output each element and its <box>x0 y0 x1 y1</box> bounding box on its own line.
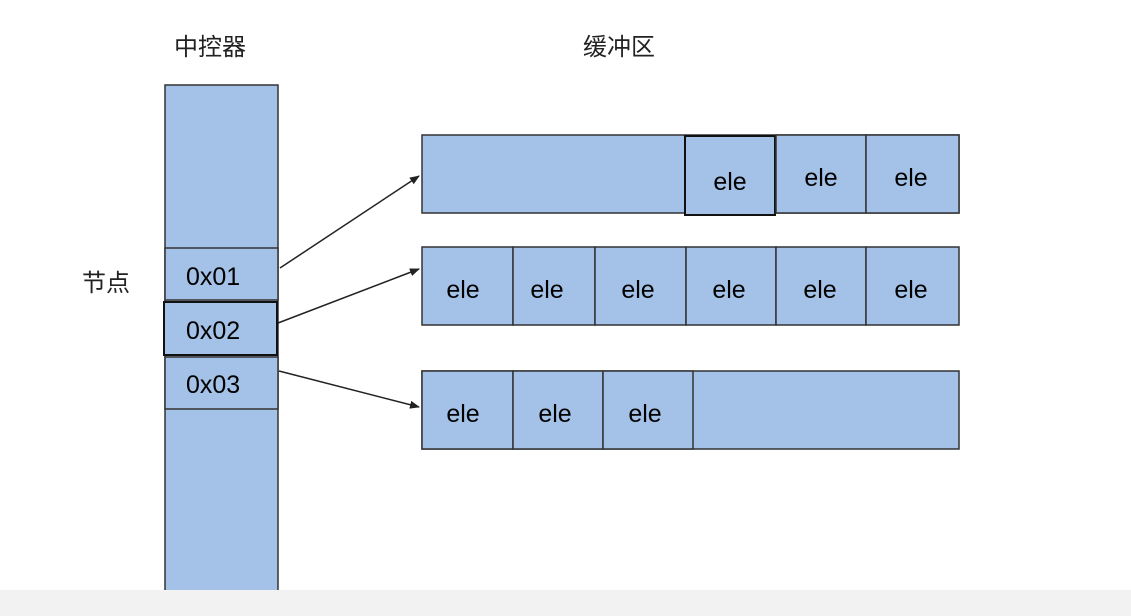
bottom-band <box>0 590 1131 616</box>
buffer-heading: 缓冲区 <box>583 33 655 61</box>
buffer-slot: ele <box>865 246 960 326</box>
node-label: 节点 <box>82 269 130 297</box>
buffer-slot-text: ele <box>446 400 479 428</box>
buffer-slot-text: ele <box>530 276 563 304</box>
buffer-slot: ele <box>602 370 694 450</box>
buffer-slot-box <box>775 134 867 214</box>
buffer-slot-box <box>421 246 514 326</box>
buffer-slot-text: ele <box>803 276 836 304</box>
buffer-slot-text: ele <box>538 400 571 428</box>
buffer-slot: ele <box>512 246 596 326</box>
buffer-slot: ele <box>421 370 514 450</box>
buffer-slot: ele <box>685 246 777 326</box>
node-cell-box <box>164 356 279 410</box>
buffer-slot-box <box>421 370 514 450</box>
buffer-slot: ele <box>684 135 776 216</box>
buffer-slot: ele <box>775 134 867 214</box>
node-cell: 0x03 <box>164 356 279 410</box>
buffer-slot-box <box>594 246 687 326</box>
buffer-slot-box <box>775 246 867 326</box>
buffer-slot-text: ele <box>804 164 837 192</box>
buffer-slot-box <box>602 370 694 450</box>
controller-heading: 中控器 <box>174 33 246 61</box>
buffer-slot-box <box>865 246 960 326</box>
node-cell: 0x02 <box>163 301 278 356</box>
node-cell-box <box>164 247 279 301</box>
pointer-arrow <box>277 268 420 324</box>
buffer-slot: ele <box>421 246 514 326</box>
buffer-slot-box <box>512 370 604 450</box>
node-cell-text: 0x02 <box>186 317 240 345</box>
buffer-slot: ele <box>865 134 960 214</box>
buffer-slot-text: ele <box>446 276 479 304</box>
buffer-slot: ele <box>594 246 687 326</box>
pointer-arrow <box>279 175 420 269</box>
buffer-slot-text: ele <box>713 168 746 196</box>
buffer-slot-box <box>684 135 776 216</box>
pointer-arrow <box>278 370 420 409</box>
buffer-slot-text: ele <box>894 164 927 192</box>
buffer-slot: ele <box>512 370 604 450</box>
node-cell-text: 0x03 <box>186 371 240 399</box>
buffer-slot-box <box>865 134 960 214</box>
node-cell-text: 0x01 <box>186 263 240 291</box>
buffer-slot-box <box>512 246 596 326</box>
buffer-slot-text: ele <box>712 276 745 304</box>
node-cell: 0x01 <box>164 247 279 301</box>
node-cell-box <box>163 301 278 356</box>
buffer-slot-text: ele <box>621 276 654 304</box>
buffer-slot: ele <box>775 246 867 326</box>
buffer-slot-text: ele <box>894 276 927 304</box>
buffer-slot-text: ele <box>628 400 661 428</box>
